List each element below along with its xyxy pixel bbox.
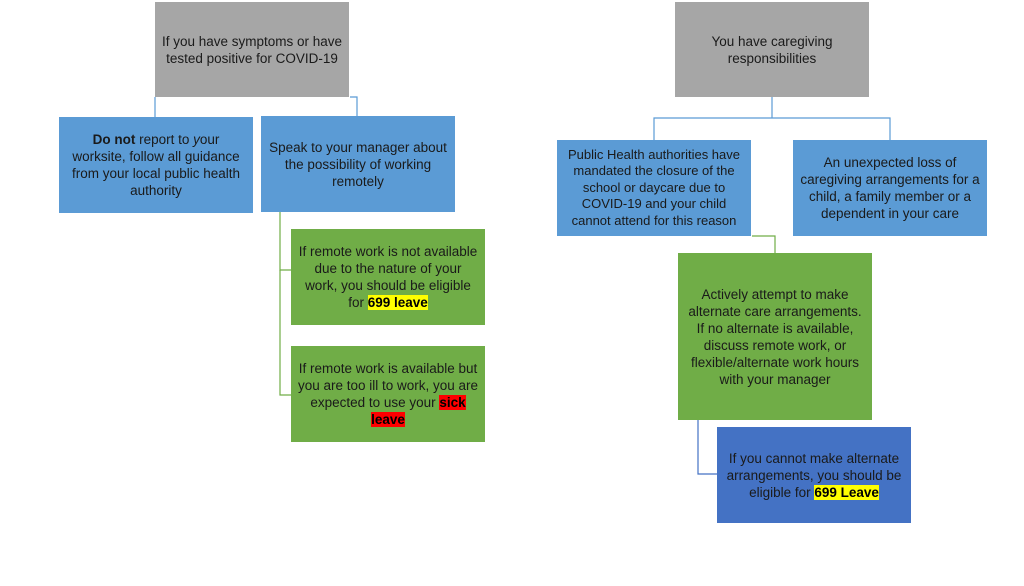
- caregiving-root-text: You have caregiving responsibilities: [711, 33, 833, 66]
- public-health-closure-text: Public Health authorities have mandated …: [568, 146, 740, 228]
- actively-attempt-box: Actively attempt to make alternate care …: [678, 253, 872, 420]
- symptoms-covid-root-text: If you have symptoms or have tested posi…: [161, 33, 343, 66]
- connector-speak-to-remote-available: [279, 270, 291, 396]
- remote-not-available-text: If remote work is not available due to t…: [298, 244, 478, 310]
- 699-leave-highlight: 699 leave: [367, 295, 428, 310]
- remote-available-box: If remote work is available but you are …: [291, 346, 485, 442]
- connector-root-to-speak-manager: [350, 96, 358, 116]
- connector-public-health-to-actively-attempt: [752, 235, 776, 253]
- unexpected-loss-text: An unexpected loss of caregiving arrange…: [800, 155, 980, 221]
- do-not-bold-text: Do not: [92, 132, 136, 147]
- speak-manager-box: Speak to your manager about the possibil…: [261, 116, 455, 212]
- connector-actively-to-cannot-make: [697, 420, 717, 475]
- connector-caregiving-to-unexpected-loss: [772, 117, 891, 140]
- public-health-closure-box: Public Health authorities have mandated …: [557, 140, 751, 236]
- caregiving-root-box: You have caregiving responsibilities: [675, 2, 869, 97]
- symptoms-covid-root-box: If you have symptoms or have tested posi…: [155, 2, 349, 97]
- remote-available-text: If remote work is available but you are …: [297, 361, 479, 427]
- 699-leave-highlight-right: 699 Leave: [814, 484, 879, 500]
- speak-manager-text: Speak to your manager about the possibil…: [269, 139, 447, 189]
- connector-caregiving-to-public-health: [653, 117, 772, 140]
- actively-attempt-text: Actively attempt to make alternate care …: [688, 286, 862, 387]
- cannot-make-arrangements-text: If you cannot make alternate arrangement…: [726, 450, 902, 500]
- remote-not-available-box: If remote work is not available due to t…: [291, 229, 485, 325]
- cannot-make-arrangements-box: If you cannot make alternate arrangement…: [717, 427, 911, 523]
- unexpected-loss-box: An unexpected loss of caregiving arrange…: [793, 140, 987, 236]
- do-not-report-box: Do not report to your worksite, follow a…: [59, 117, 253, 213]
- connector-speak-to-remote-not-available: [279, 212, 291, 271]
- do-not-report-text: Do not report to your worksite, follow a…: [71, 132, 241, 198]
